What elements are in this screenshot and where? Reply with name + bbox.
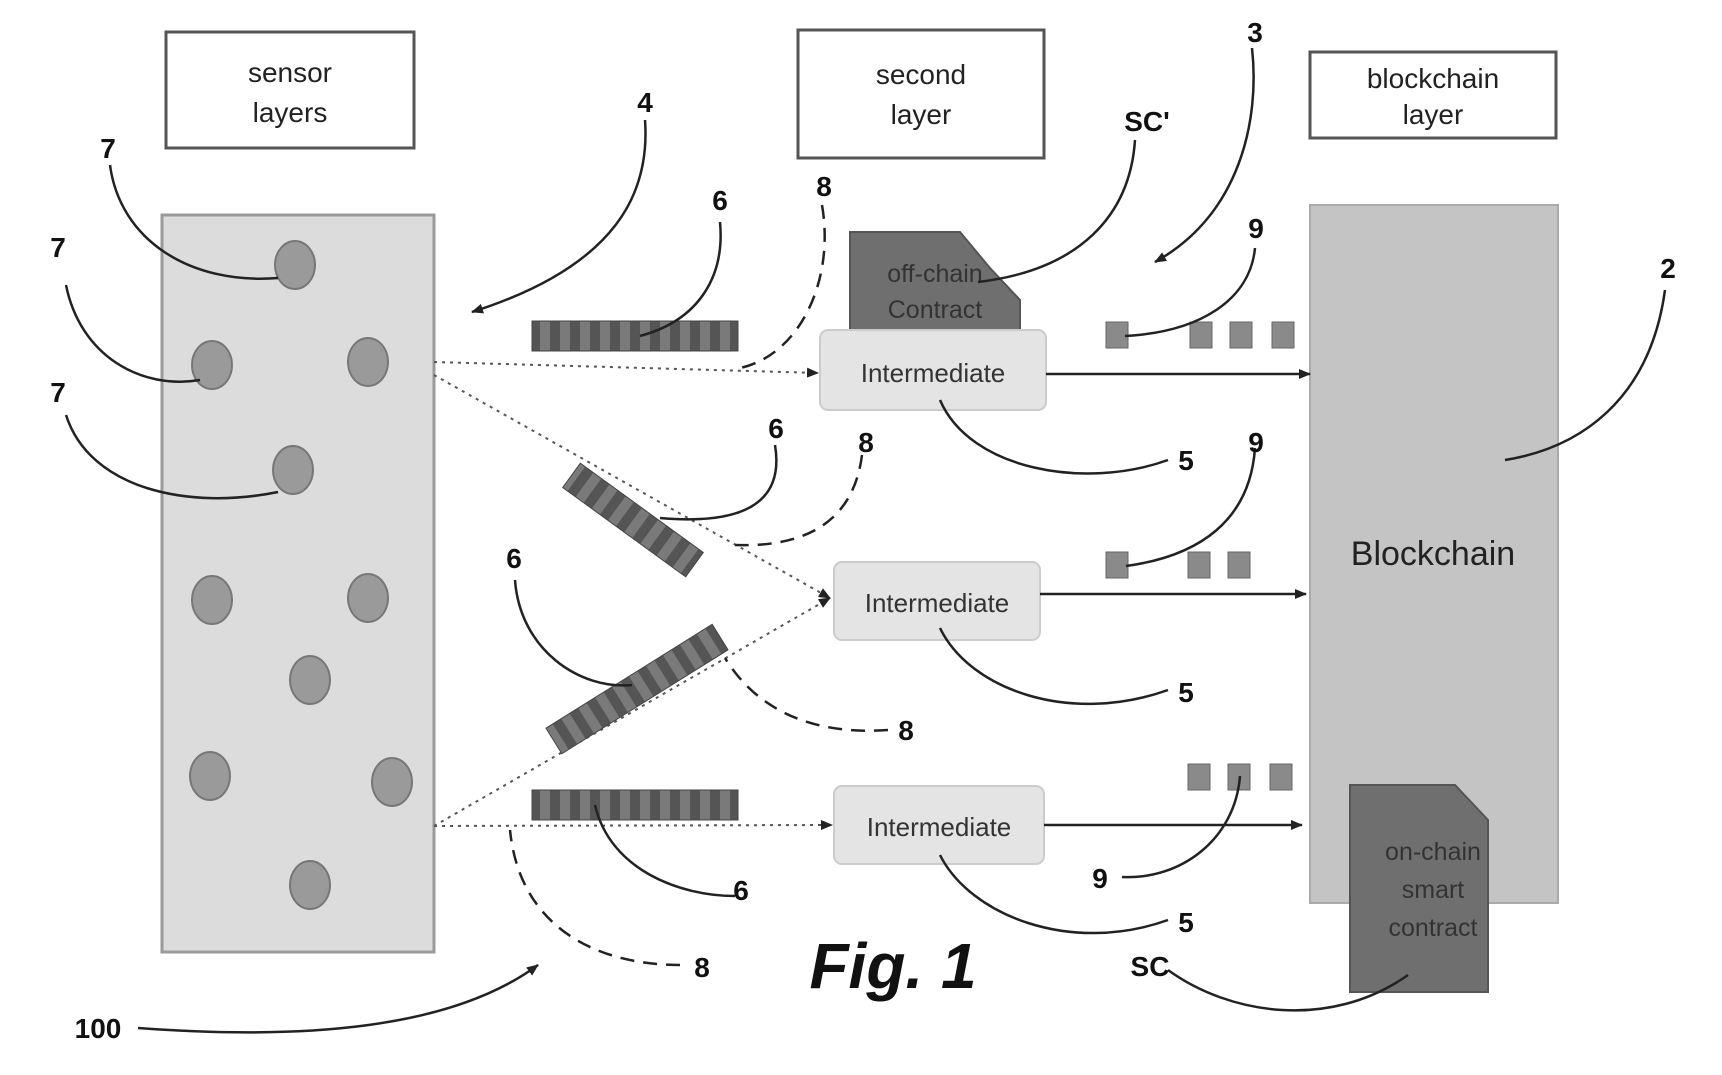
sensor-node	[273, 446, 313, 494]
numeral-5: 5	[1178, 907, 1194, 938]
leader-100	[138, 965, 538, 1032]
data-packets	[532, 321, 738, 820]
numeral-100: 100	[75, 1013, 122, 1044]
sensor-node	[192, 576, 232, 624]
blockchain-header-line2: layer	[1403, 99, 1464, 130]
leader-6-top	[640, 222, 721, 336]
sensor-node	[275, 241, 315, 289]
numeral-6: 6	[506, 543, 522, 574]
numeral-8: 8	[816, 171, 832, 202]
numeral-8: 8	[898, 715, 914, 746]
dashed-leader-lines	[510, 205, 888, 965]
offchain-line1: off-chain	[887, 260, 982, 288]
leader-5-bottom	[940, 855, 1168, 933]
numeral-6: 6	[768, 413, 784, 444]
sensor-node	[348, 574, 388, 622]
leader-sc-prime	[978, 140, 1135, 282]
blockchain-links	[1040, 374, 1310, 825]
numeral-4: 4	[637, 87, 653, 118]
blockchain-header-line1: blockchain	[1367, 63, 1499, 94]
leader-8-second	[735, 455, 862, 545]
numeral-6: 6	[733, 875, 749, 906]
leader-5-top	[940, 400, 1168, 474]
link-bottom	[434, 825, 832, 826]
leader-8-third	[725, 658, 888, 731]
sensor-node	[190, 752, 230, 800]
sensor-header-line1: sensor	[248, 57, 332, 88]
intermediate-node-top: Intermediate	[820, 330, 1046, 410]
leader-4	[472, 120, 646, 312]
leader-6-second	[660, 445, 776, 519]
numeral-9: 9	[1248, 213, 1264, 244]
onchain-contract: on-chain smart contract	[1350, 785, 1488, 992]
intermediate-node-bottom: Intermediate	[834, 786, 1044, 864]
transaction-block	[1230, 322, 1252, 348]
blockchain-layer-header: blockchain layer	[1310, 52, 1556, 138]
transaction-block	[1188, 552, 1210, 578]
numeral-9: 9	[1248, 427, 1264, 458]
leader-3	[1155, 48, 1254, 262]
sensor-header-line2: layers	[253, 97, 328, 128]
second-layer-header: second layer	[798, 30, 1044, 158]
transaction-block	[1106, 322, 1128, 348]
numeral-5: 5	[1178, 445, 1194, 476]
data-packet	[532, 321, 738, 351]
sensor-node	[348, 338, 388, 386]
sensor-node	[290, 656, 330, 704]
leader-6-third	[515, 580, 632, 685]
transaction-block	[1190, 322, 1212, 348]
offchain-line2: Contract	[888, 296, 983, 324]
numeral-9: 9	[1092, 863, 1108, 894]
second-header-line1: second	[876, 59, 966, 90]
numeral-3: 3	[1247, 17, 1263, 48]
leader-9-bottom	[1122, 776, 1240, 877]
numeral-sc: SC	[1131, 951, 1170, 982]
onchain-line2: smart	[1402, 876, 1465, 904]
numeral-8: 8	[694, 952, 710, 983]
numeral-6: 6	[712, 185, 728, 216]
sensor-layers-header: sensor layers	[166, 32, 414, 148]
blockchain-label: Blockchain	[1351, 535, 1515, 573]
transaction-blocks	[1106, 322, 1294, 790]
transaction-block	[1228, 552, 1250, 578]
data-packet	[532, 790, 738, 820]
numeral-sc-prime: SC'	[1124, 106, 1170, 137]
data-packet	[546, 624, 728, 753]
numeral-7: 7	[50, 377, 66, 408]
transaction-block	[1188, 764, 1210, 790]
sensor-node	[192, 341, 232, 389]
numeral-7: 7	[50, 232, 66, 263]
leader-8-bottom	[510, 830, 680, 965]
transaction-block	[1106, 552, 1128, 578]
numeral-8: 8	[858, 427, 874, 458]
link-top	[434, 362, 818, 373]
onchain-line1: on-chain	[1385, 838, 1481, 866]
sensor-node	[290, 861, 330, 909]
numeral-2: 2	[1660, 253, 1676, 284]
numeral-7: 7	[100, 133, 116, 164]
onchain-line3: contract	[1389, 914, 1478, 942]
leader-8-top	[740, 205, 825, 368]
numeral-5: 5	[1178, 677, 1194, 708]
transaction-block	[1272, 322, 1294, 348]
sensor-node	[372, 758, 412, 806]
second-header-line2: layer	[891, 99, 952, 130]
intermediate-node-middle: Intermediate	[834, 562, 1040, 640]
figure-caption: Fig. 1	[809, 930, 976, 1002]
intermediate-label: Intermediate	[861, 358, 1006, 388]
intermediate-label: Intermediate	[865, 588, 1010, 618]
intermediate-label: Intermediate	[867, 812, 1012, 842]
transaction-block	[1270, 764, 1292, 790]
